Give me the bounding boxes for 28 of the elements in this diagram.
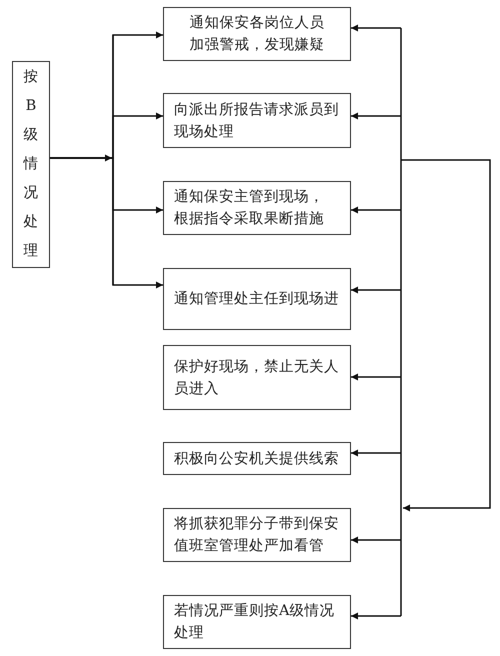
box-text: 向派出所报告请求派员到现场处理 — [174, 100, 340, 142]
process-box — [163, 595, 351, 649]
process-box — [163, 508, 351, 562]
box-text: 按B级情况处理 — [23, 68, 39, 261]
process-box — [163, 181, 351, 235]
box-text: 通知管理处主任到现场进 — [174, 290, 339, 309]
arrow — [351, 374, 401, 380]
box-text: 将抓获犯罪分子带到保安值班室管理处严加看管 — [174, 514, 340, 556]
process-box — [163, 442, 351, 475]
box-text: 若情况严重则按A级情况处理 — [174, 602, 336, 643]
arrow — [50, 157, 163, 288]
box-text: 通知保安主管到现场，根据指令采取果断措施 — [174, 188, 325, 229]
arrow — [351, 612, 401, 620]
arrow — [351, 24, 401, 32]
process-box — [163, 93, 351, 148]
process-box — [163, 7, 351, 61]
arrow — [351, 206, 401, 214]
start-box — [12, 61, 50, 268]
process-box — [163, 345, 351, 410]
connector-line — [400, 28, 402, 616]
arrow — [351, 536, 401, 544]
arrow — [351, 450, 401, 456]
arrow — [351, 286, 401, 294]
box-text: 保护好现场，禁止无关人员进入 — [174, 358, 340, 398]
process-box — [163, 268, 351, 330]
box-text: 积极向公安机关提供线索 — [174, 450, 339, 468]
box-text: 通知保安各岗位人员加强警戒，发现嫌疑 — [188, 14, 326, 55]
arrow — [351, 112, 401, 120]
